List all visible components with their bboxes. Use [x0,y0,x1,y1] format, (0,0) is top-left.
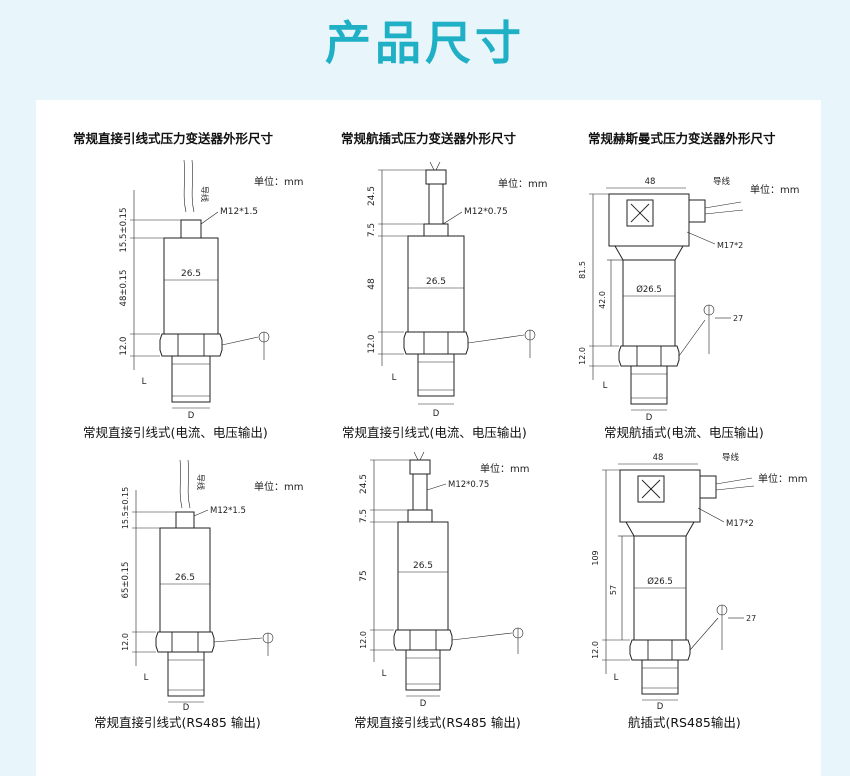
panel-header-direct-lead: 常规直接引线式压力变送器外形尺寸 [73,131,274,146]
dim-thread: M17*2 [726,519,754,529]
unit-label: 单位：mm [254,482,304,493]
wire-label: 导线 [713,176,731,187]
drawing-aviation-75: 26.5 24.5 7.5 75 12.0 L D M12*0.75 [359,451,524,709]
dim-d: D [646,413,653,420]
dim-d: D [188,411,195,420]
unit-label: 单位：mm [750,185,800,196]
dim-thread: M12*0.75 [448,480,489,490]
unit-label: 单位：mm [480,464,530,475]
dim-length: L [382,669,387,679]
dim-height: 57 [609,585,618,595]
dim-length: L [144,673,149,683]
dim-wrench: 27 [733,314,743,323]
dim-d: D [183,703,190,710]
dim-hex: 12.0 [359,631,368,649]
panel-caption-hirschmann-rs485: 航插式(RS485输出) [628,715,741,730]
dim-hex: 12.0 [119,337,129,356]
dim-total: 109 [591,550,600,565]
dim-d: D [420,699,427,709]
wire-label: 导线 [196,474,206,490]
dim-hex: 12.0 [591,641,600,659]
panel-caption-direct-lead-rs485: 常规直接引线式(RS485 输出) [94,715,261,730]
dim-height: 48 [367,278,377,290]
panel-caption-hirschmann: 常规航插式(电流、电压输出) [604,425,764,440]
drawing-hirschmann-109: 48 导线 Ø26.5 M17*2 109 57 12.0 L D [591,452,756,710]
dim-thread: M12*0.75 [464,207,508,217]
dim-mid: 7.5 [367,223,377,237]
dim-diameter: Ø26.5 [647,576,673,587]
dim-wrench: 27 [746,614,756,623]
dim-thread: M12*1.5 [220,207,258,217]
dim-length: L [142,377,147,387]
wire-label: 导线 [200,186,210,202]
drawing-direct-lead-48: 导线 26.5 15.5±0.15 48±0.15 12.0 L D M12*1… [119,160,270,420]
dim-height: 65±0.15 [121,562,131,599]
dim-top: 15.5±0.15 [121,487,130,529]
panel-caption-aviation: 常规直接引线式(电流、电压输出) [342,425,527,440]
dim-width: 48 [653,453,664,463]
dim-thread: M12*1.5 [210,506,246,516]
unit-label: 单位：mm [254,177,304,188]
page-title: 产品尺寸 [325,16,525,70]
drawing-aviation-48: 26.5 24.5 7.5 48 12.0 L D M12*0.75 [367,161,536,419]
dim-hex: 12.0 [367,335,377,354]
wire-label: 导线 [722,452,740,463]
dim-height: 48±0.15 [119,270,129,307]
dim-top: 24.5 [367,186,377,206]
dim-length: L [603,381,608,391]
drawing-direct-lead-65: 导线 26.5 15.5±0.15 65±0.15 12.0 L D M12*1… [121,460,274,710]
dim-hex: 12.0 [121,633,130,651]
dim-thread: M17*2 [717,241,743,250]
dim-mid: 7.5 [359,509,369,523]
drawing-card: 常规直接引线式压力变送器外形尺寸 单位：mm 导线 26.5 15.5±0.15… [36,100,821,776]
dim-length: L [614,673,619,683]
dim-d: D [433,409,440,419]
panel-caption-direct-lead: 常规直接引线式(电流、电压输出) [83,425,268,440]
dim-height: 75 [359,570,369,581]
panel-header-hirschmann: 常规赫斯曼式压力变送器外形尺寸 [588,131,776,146]
dim-diameter: 26.5 [175,573,195,583]
dim-diameter: 26.5 [181,269,201,279]
panel-caption-aviation-rs485: 常规直接引线式(RS485 输出) [354,715,521,730]
dim-diameter: Ø26.5 [636,284,662,295]
dim-total: 81.5 [578,261,587,279]
dim-diameter: 26.5 [413,561,433,571]
unit-label: 单位：mm [758,474,808,485]
dim-length: L [392,373,397,383]
dim-hex: 12.0 [578,347,587,365]
unit-label: 单位：mm [498,179,548,190]
dim-d: D [657,702,664,710]
dim-diameter: 26.5 [426,277,446,287]
dim-top: 15.5±0.15 [119,208,129,253]
dim-width: 48 [645,177,656,187]
panel-header-aviation: 常规航插式压力变送器外形尺寸 [341,131,517,146]
dim-top: 24.5 [359,474,369,494]
dim-height: 42.0 [598,291,607,309]
drawing-hirschmann-81: 48 导线 Ø26.5 M17*2 81.5 42.0 12.0 L D [578,176,743,420]
